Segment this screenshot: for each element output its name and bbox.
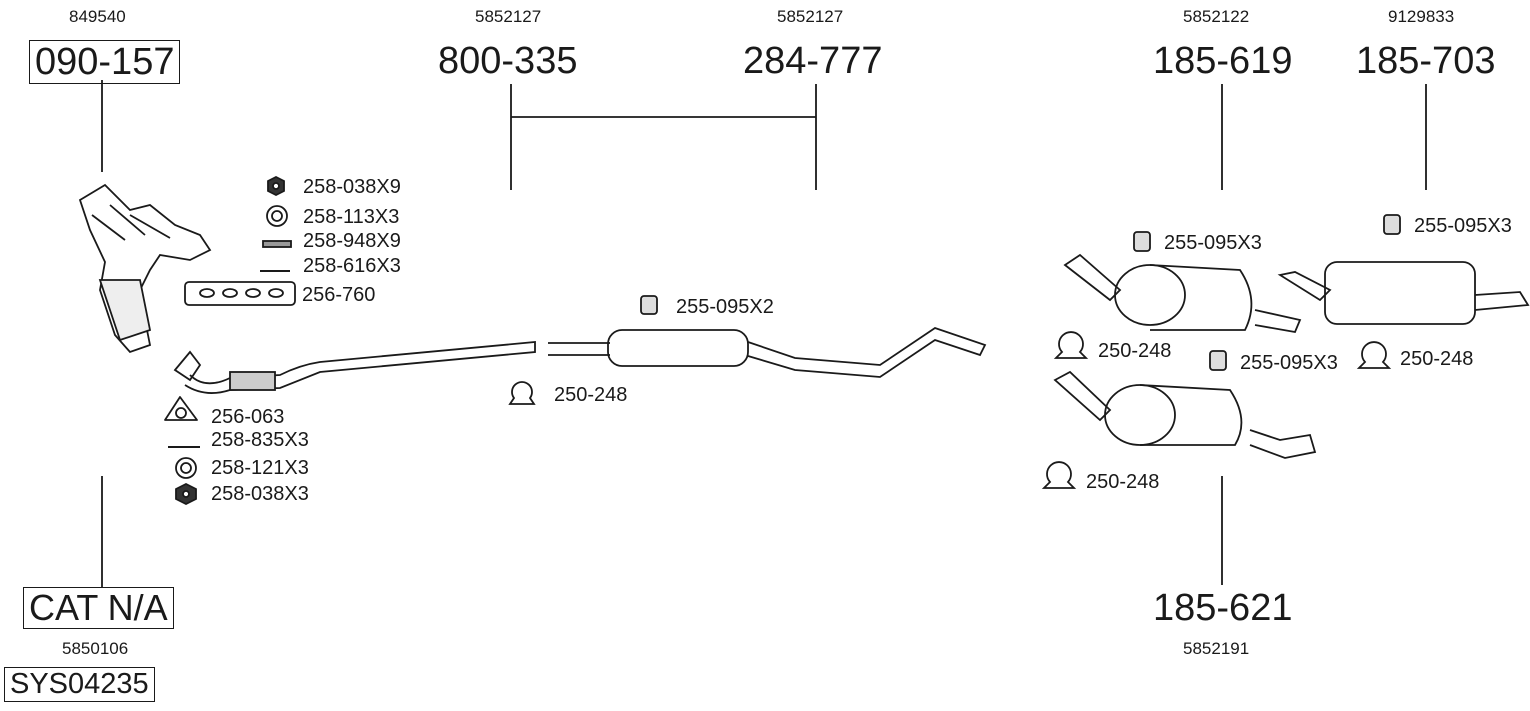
clamp-icon [1053,331,1089,359]
oe-number: 9129833 [1388,7,1455,26]
part-number-284-777[interactable]: 284-777 [743,40,883,82]
accessory-label[interactable]: 258-835X3 [211,429,309,451]
system-code: SYS04235 [4,667,155,702]
accessory-label[interactable]: 250-248 [1400,348,1474,370]
accessory-label[interactable]: 258-121X3 [211,457,309,479]
accessory-label[interactable]: 258-038X3 [211,483,309,505]
oe-number: 849540 [69,7,126,26]
accessory-label[interactable]: 256-063 [211,406,285,428]
rubber-mount-icon [640,295,658,315]
rear-silencer-c-drawing [1053,370,1317,459]
accessory-label[interactable]: 250-248 [1098,340,1172,362]
rear-silencer-b-drawing [1277,261,1530,325]
accessory-label[interactable]: 258-038X9 [303,176,401,198]
oe-number: 5852122 [1183,7,1250,26]
accessory-label[interactable]: 250-248 [554,384,628,406]
oe-number: 5852127 [777,7,844,26]
middle-silencer-drawing [548,327,987,378]
part-number-090-157[interactable]: 090-157 [29,40,181,84]
rubber-mount-icon [1383,214,1401,235]
rear-silencer-a-drawing [1063,253,1302,334]
gasket-icon [164,396,198,421]
manifold-catalyst-drawing [78,183,212,354]
rubber-mount-icon [1209,350,1227,371]
accessory-label[interactable]: 255-095X3 [1414,215,1512,237]
oe-number: 5852127 [475,7,542,26]
accessory-label[interactable]: 255-095X3 [1240,352,1338,374]
part-number-185-703[interactable]: 185-703 [1356,40,1496,82]
leader-line [510,84,817,190]
gasket-drawing [184,281,296,306]
accessory-label[interactable]: 256-760 [302,284,376,306]
clamp-icon [508,381,536,405]
part-number-800-335[interactable]: 800-335 [438,40,578,82]
accessory-label[interactable]: 258-616X3 [303,255,401,277]
nut-icon [267,175,285,197]
accessory-label[interactable]: 255-095X2 [676,296,774,318]
accessory-label[interactable]: 258-948X9 [303,230,401,252]
accessory-label[interactable]: 250-248 [1086,471,1160,493]
clamp-icon [1041,461,1077,489]
part-number-185-619[interactable]: 185-619 [1153,40,1293,82]
accessory-label[interactable]: 255-095X3 [1164,232,1262,254]
stud-icon [262,240,292,248]
rubber-mount-icon [1133,231,1151,252]
part-number-185-621[interactable]: 185-621 [1153,587,1293,629]
washer-icon [175,457,197,479]
clamp-icon [1356,341,1392,369]
accessory-label[interactable]: 258-113X3 [303,206,400,228]
part-number-cat[interactable]: CAT N/A [23,587,174,629]
oe-number: 5850106 [62,639,129,658]
nut-icon [175,482,197,506]
washer-icon [266,205,288,227]
front-pipe-drawing [173,341,536,394]
oe-number: 5852191 [1183,639,1250,658]
